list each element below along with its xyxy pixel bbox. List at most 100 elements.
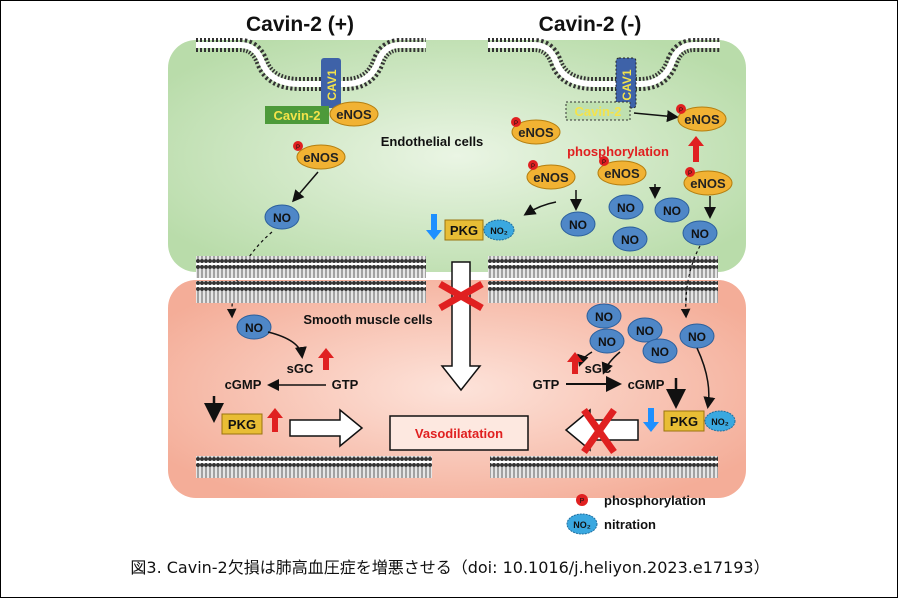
no2-label: NO₂	[490, 226, 508, 236]
endothelial-region	[168, 40, 746, 272]
arrow	[292, 171, 319, 203]
no-molecule	[236, 314, 272, 340]
phospho-dot	[599, 156, 609, 166]
cgmp-right: cGMP	[628, 377, 665, 392]
cavin2-diagram: Cavin-2 (+) Cavin-2 (-) CAV1 Cavin-2 eNO…	[168, 13, 746, 535]
no-molecule	[612, 226, 648, 252]
enos-label: eNOS	[303, 150, 339, 165]
enos-p	[597, 160, 647, 186]
no-molecule	[589, 328, 625, 354]
sgc-left: sGC	[287, 361, 314, 376]
vasodilatation-label: Vasodilatation	[415, 426, 503, 441]
no-molecule	[264, 204, 300, 230]
pkg-label: PKG	[228, 417, 256, 432]
phospho-letter: P	[688, 171, 692, 177]
red-x	[581, 407, 617, 455]
membrane-right	[488, 256, 718, 278]
pkg-box-endo	[444, 219, 484, 241]
title-cavin2-plus: Cavin-2 (+)	[246, 13, 354, 36]
phosphorylation-label-mid: phosphorylation	[567, 144, 669, 159]
central-down-arrow	[440, 261, 482, 392]
arrow	[633, 110, 679, 123]
phospho-dot	[511, 117, 521, 127]
no-label: NO	[617, 201, 635, 215]
down-arrow-blue	[426, 214, 442, 240]
no-molecule	[642, 338, 678, 364]
enos-released-right	[677, 106, 727, 132]
phospho-letter: P	[531, 164, 535, 170]
no-label: NO	[273, 211, 291, 225]
no-label: NO	[595, 310, 613, 324]
no-molecule	[682, 220, 718, 246]
cav1-box-right	[615, 57, 637, 109]
enos-label: eNOS	[690, 176, 726, 191]
enos-label: eNOS	[336, 107, 372, 122]
up-arrow-red	[318, 348, 334, 370]
no-label: NO	[651, 345, 669, 359]
legend-no2-tag	[566, 513, 598, 535]
sgc-right: sGC	[585, 361, 612, 376]
no2-tag	[704, 410, 736, 432]
gtp-left: GTP	[332, 377, 359, 392]
legend-phosphorylation: phosphorylation	[604, 493, 706, 508]
arrow	[577, 351, 593, 367]
diffusion-arrow-right	[680, 245, 701, 319]
cavin2-box-left	[265, 106, 329, 124]
arrow	[696, 347, 716, 409]
no-label: NO	[245, 321, 263, 335]
no-label: NO	[691, 227, 709, 241]
no-molecule	[560, 211, 596, 237]
cavin2-label-right: Cavin-2	[575, 104, 622, 119]
legend-no2-label: NO₂	[573, 520, 591, 530]
legend-phospho-dot	[576, 494, 588, 506]
vasodilatation-box	[389, 415, 529, 451]
no-label: NO	[636, 324, 654, 338]
no-molecule	[586, 303, 622, 329]
phospho-letter: P	[296, 145, 300, 151]
enos-label: eNOS	[604, 166, 640, 181]
no-label: NO	[688, 330, 706, 344]
no-label: NO	[621, 233, 639, 247]
phospho-dot	[293, 141, 303, 151]
enos-label: eNOS	[684, 112, 720, 127]
enos-p	[526, 164, 576, 190]
up-arrow-red	[688, 136, 704, 162]
no-molecule	[608, 194, 644, 220]
gtp-right: GTP	[533, 377, 560, 392]
no-molecule	[654, 197, 690, 223]
phospho-dot	[528, 160, 538, 170]
title-cavin2-minus: Cavin-2 (-)	[539, 13, 642, 36]
membrane-left	[196, 281, 426, 303]
down-arrow-blue	[643, 408, 659, 432]
up-arrow-red	[267, 408, 283, 432]
enos-p	[683, 170, 733, 196]
endothelial-label: Endothelial cells	[381, 134, 484, 149]
bottom-membrane-left	[196, 456, 432, 478]
figure-caption: 図3. Cavin-2欠損は肺高血圧症を増悪させる（doi: 10.1016/j…	[130, 558, 770, 577]
up-arrow-red	[567, 352, 583, 374]
cgmp-left: cGMP	[225, 377, 262, 392]
pkg-box-left	[221, 413, 263, 435]
legend-phospho-letter: P	[580, 498, 585, 505]
phospho-letter: P	[602, 160, 606, 166]
arrow	[523, 201, 557, 216]
enos-p	[511, 119, 561, 145]
right-arrow-to-vasodilatation	[289, 408, 364, 448]
no2-label: NO₂	[711, 417, 729, 427]
bottom-membrane-right	[490, 456, 718, 478]
cavin2-box-right	[565, 101, 631, 121]
phospho-dot	[685, 167, 695, 177]
arrow	[601, 351, 621, 375]
enos-label: eNOS	[518, 125, 554, 140]
cavin2-label-left: Cavin-2	[274, 108, 321, 123]
no-label: NO	[569, 218, 587, 232]
arrow	[267, 331, 307, 359]
enos-p-left	[296, 144, 346, 170]
pkg-box-right	[663, 410, 705, 432]
cav1-label-left: CAV1	[325, 69, 339, 100]
no-label: NO	[663, 204, 681, 218]
phospho-letter: P	[514, 121, 518, 127]
smooth-muscle-label: Smooth muscle cells	[303, 312, 432, 327]
enos-bound-left	[329, 101, 379, 127]
no-label: NO	[598, 335, 616, 349]
